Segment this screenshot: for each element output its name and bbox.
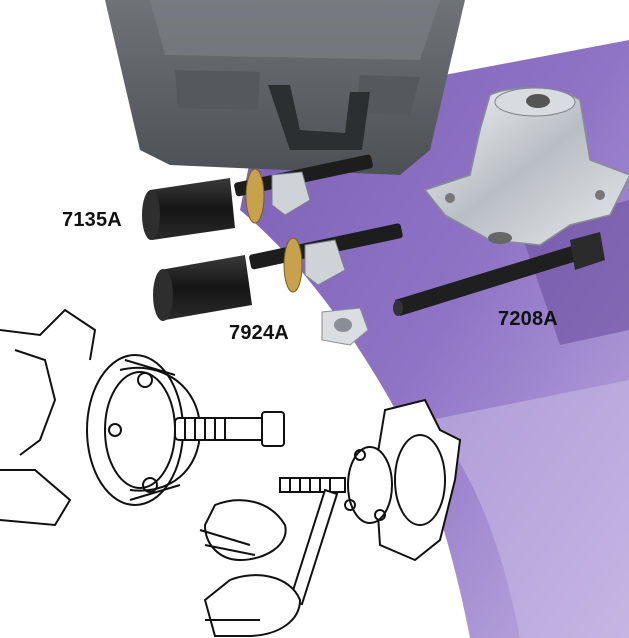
purple-highlight (430, 380, 629, 638)
line-art-hub-installation-drawing (199, 398, 462, 637)
tool-7208a (393, 232, 605, 316)
bearing-remover-cup (423, 87, 629, 246)
part-number-7208a: 7208A (498, 308, 558, 330)
part-number-7135a: 7135A (62, 209, 122, 231)
tool-7135a (142, 154, 373, 240)
carrying-case (105, 0, 465, 175)
line-art-puller-drawing (0, 308, 285, 527)
tool-7924a (153, 223, 403, 321)
loose-nut (321, 307, 369, 346)
part-number-7924a: 7924A (229, 322, 289, 344)
